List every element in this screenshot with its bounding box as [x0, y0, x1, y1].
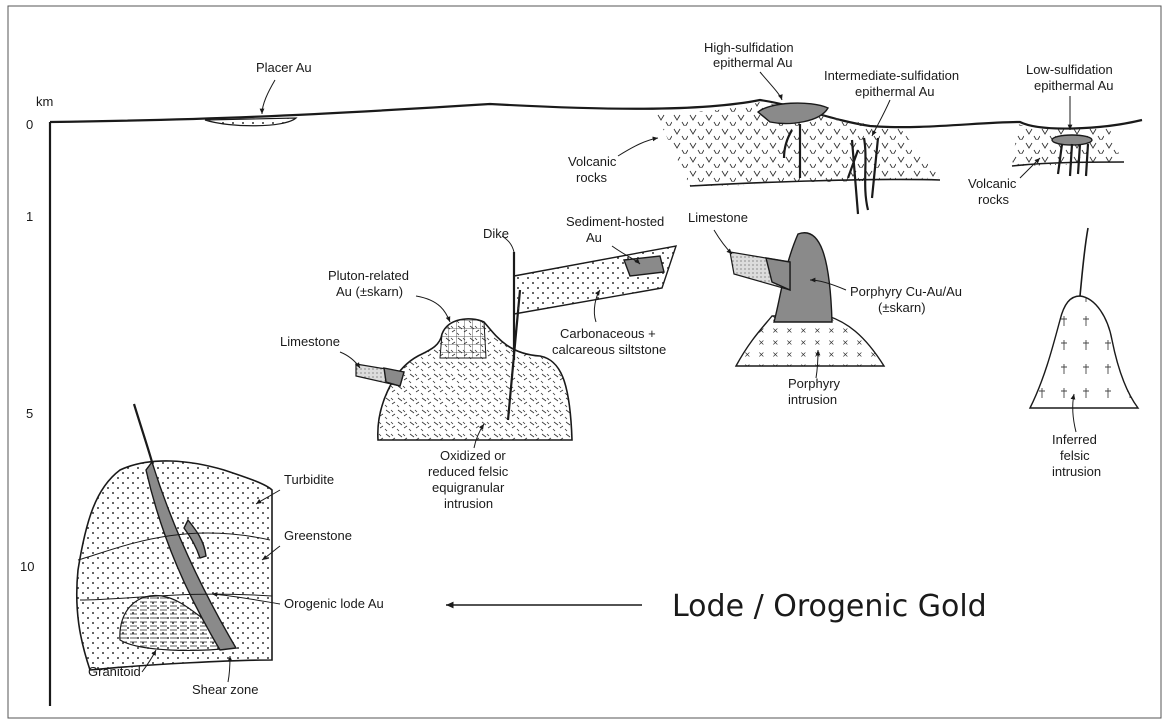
label-inter-sulf-2: epithermal Au	[855, 84, 935, 99]
label-sed-hosted-2: Au	[586, 230, 602, 245]
label-oxidized-2: reduced felsic	[428, 464, 509, 479]
label-inter-sulf-1: Intermediate-sulfidation	[824, 68, 959, 83]
axis-tick-5: 5	[26, 406, 33, 421]
label-oxidized-1: Oxidized or	[440, 448, 506, 463]
label-inferred-1: Inferred	[1052, 432, 1097, 447]
label-pluton-1: Pluton-related	[328, 268, 409, 283]
label-turbidite: Turbidite	[284, 472, 334, 487]
label-pluton-2: Au (±skarn)	[336, 284, 403, 299]
label-shear: Shear zone	[192, 682, 259, 697]
label-sed-hosted-1: Sediment-hosted	[566, 214, 664, 229]
low-sulfidation-body	[1052, 135, 1092, 145]
label-limestone-left: Limestone	[280, 334, 340, 349]
label-porphyry-cu-2: (±skarn)	[878, 300, 926, 315]
label-carbonaceous-2: calcareous siltstone	[552, 342, 666, 357]
label-low-sulf-2: epithermal Au	[1034, 78, 1114, 93]
label-volcanic-b-1: Volcanic	[968, 176, 1017, 191]
sediment-hosted-body	[624, 256, 664, 276]
label-placer: Placer Au	[256, 60, 312, 75]
label-high-sulf-1: High-sulfidation	[704, 40, 794, 55]
label-oxidized-3: equigranular	[432, 480, 505, 495]
label-limestone-right: Limestone	[688, 210, 748, 225]
label-porphyry-int-2: intrusion	[788, 392, 837, 407]
label-volcanic-a-1: Volcanic	[568, 154, 617, 169]
callout-lode-orogenic-gold: Lode / Orogenic Gold	[672, 589, 987, 624]
label-porphyry-int-1: Porphyry	[788, 376, 841, 391]
label-greenstone: Greenstone	[284, 528, 352, 543]
label-carbonaceous-1: Carbonaceous +	[560, 326, 656, 341]
label-granitoid: Granitoid	[88, 664, 141, 679]
label-inferred-2: felsic	[1060, 448, 1090, 463]
label-low-sulf-1: Low-sulfidation	[1026, 62, 1113, 77]
label-volcanic-a-2: rocks	[576, 170, 608, 185]
label-high-sulf-2: epithermal Au	[713, 55, 793, 70]
axis-tick-10: 10	[20, 559, 34, 574]
axis-tick-0: 0	[26, 117, 33, 132]
axis-tick-1: 1	[26, 209, 33, 224]
label-volcanic-b-2: rocks	[978, 192, 1010, 207]
label-inferred-3: intrusion	[1052, 464, 1101, 479]
label-oxidized-4: intrusion	[444, 496, 493, 511]
label-orogenic: Orogenic lode Au	[284, 596, 384, 611]
axis-unit: km	[36, 94, 53, 109]
label-porphyry-cu-1: Porphyry Cu-Au/Au	[850, 284, 962, 299]
